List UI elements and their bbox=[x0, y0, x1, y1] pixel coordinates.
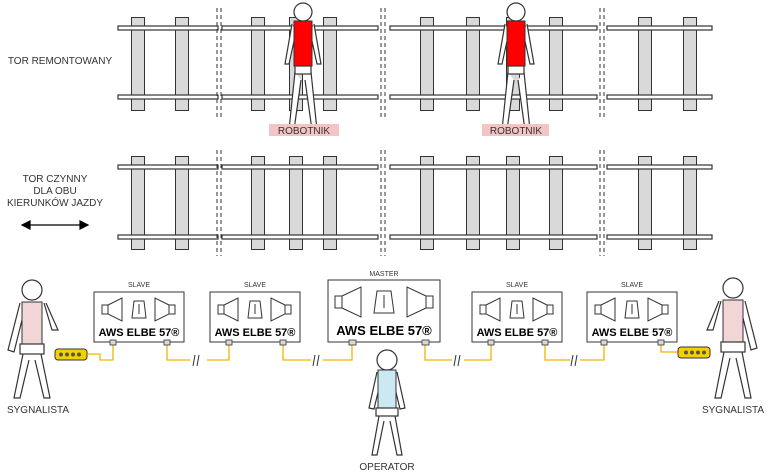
worker-vest bbox=[293, 20, 313, 67]
device-slave-2: SLAVE AWS ELBE 57® bbox=[209, 282, 301, 346]
operator: OPERATOR bbox=[359, 349, 415, 473]
worker-vest bbox=[506, 20, 526, 67]
active-track-label-line3: KIERUNKÓW JAZDY bbox=[7, 196, 103, 209]
device-role: SLAVE bbox=[128, 282, 150, 289]
device-role: SLAVE bbox=[244, 282, 266, 289]
track1-rails bbox=[117, 25, 713, 100]
active-track-label: TOR CZYNNY DLA OBU KIERUNKÓW JAZDY bbox=[7, 174, 103, 209]
track2-breaks bbox=[216, 150, 605, 256]
track2-rails bbox=[117, 164, 713, 240]
signalman-label: SYGNALISTA bbox=[7, 405, 69, 416]
device-model: AWS ELBE 57® bbox=[99, 327, 180, 339]
device-role: SLAVE bbox=[506, 282, 528, 289]
horn-icon bbox=[334, 286, 434, 318]
track1-breaks bbox=[216, 8, 605, 118]
active-track bbox=[117, 150, 713, 256]
device-model: AWS ELBE 57® bbox=[477, 327, 558, 339]
repaired-track bbox=[117, 8, 713, 118]
worker-badge bbox=[482, 124, 549, 136]
device-master: MASTER AWS ELBE 57® bbox=[327, 271, 441, 346]
device-slave-3: SLAVE AWS ELBE 57® bbox=[471, 282, 563, 346]
horn-icon bbox=[101, 297, 176, 322]
worker-1: ROBOTNIK bbox=[269, 2, 339, 137]
horn-icon bbox=[217, 297, 292, 322]
signalman-left: SYGNALISTA bbox=[7, 279, 88, 416]
device-slave-4: SLAVE AWS ELBE 57® bbox=[586, 282, 678, 346]
cable-breaks bbox=[192, 354, 578, 367]
device-model: AWS ELBE 57® bbox=[215, 327, 296, 339]
worker-label: ROBOTNIK bbox=[490, 126, 543, 137]
worker-label: ROBOTNIK bbox=[278, 126, 331, 137]
device-model: AWS ELBE 57® bbox=[336, 323, 432, 338]
operator-label: OPERATOR bbox=[359, 462, 414, 473]
active-track-label-line1: TOR CZYNNY bbox=[23, 174, 88, 185]
signalman-right: SYGNALISTA bbox=[677, 277, 764, 416]
horn-icon bbox=[594, 297, 669, 322]
signalman-label: SYGNALISTA bbox=[702, 405, 764, 416]
active-track-label-line2: DLA OBU bbox=[33, 186, 76, 197]
worker-2: ROBOTNIK bbox=[482, 2, 549, 137]
device-role: MASTER bbox=[369, 271, 398, 278]
signal-light-icon bbox=[677, 346, 711, 359]
worker-badge bbox=[269, 124, 339, 136]
cable-network bbox=[88, 345, 678, 361]
device-role: SLAVE bbox=[621, 282, 643, 289]
signal-light-icon bbox=[54, 348, 88, 361]
device-slave-1: SLAVE AWS ELBE 57® bbox=[93, 282, 185, 346]
double-arrow-icon bbox=[20, 220, 90, 230]
horn-icon bbox=[479, 297, 554, 322]
device-model: AWS ELBE 57® bbox=[592, 327, 673, 339]
repaired-track-label: TOR REMONTOWANY bbox=[8, 56, 113, 67]
